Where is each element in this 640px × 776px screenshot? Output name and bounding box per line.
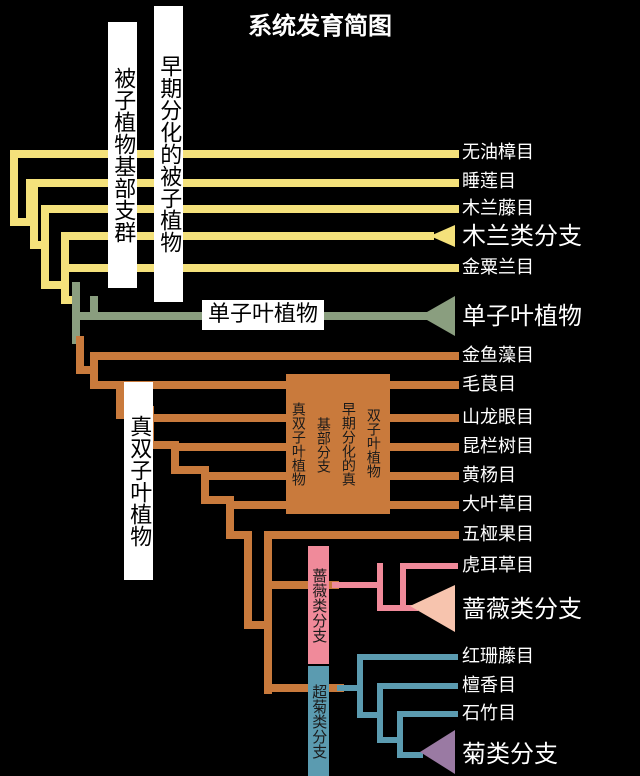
branch-qiangwei xyxy=(377,563,418,611)
page-title: 系统发育简图 xyxy=(248,11,392,40)
taxon-mulanlei: 木兰类分支 xyxy=(462,222,582,250)
branch-hongshanteng xyxy=(357,654,458,718)
asterid-branches xyxy=(337,654,458,758)
node-basal xyxy=(10,150,80,304)
eudicot-basal-line-2: 基部分支 xyxy=(314,417,331,473)
taxon-jinsulan: 金粟兰目 xyxy=(462,257,534,278)
node-e6 xyxy=(226,531,272,629)
taxon-jinyuzao: 金鱼藻目 xyxy=(462,345,534,366)
taxon-wuyouzhang: 无油樟目 xyxy=(462,142,534,163)
node-asterid xyxy=(337,654,363,691)
taxon-wuyaguo: 五桠果目 xyxy=(462,524,534,545)
taxon-dayecao: 大叶草目 xyxy=(462,494,534,515)
taxon-huangyang: 黄杨目 xyxy=(462,465,516,486)
branch-julei xyxy=(397,737,423,758)
taxon-hongshanteng: 红珊藤目 xyxy=(462,646,534,667)
fan-qiangwei xyxy=(410,585,455,632)
taxon-huercao: 虎耳草目 xyxy=(462,555,534,576)
rosid-branches xyxy=(332,563,458,611)
early-angiosperm-label: 早期分化的被子植物 xyxy=(154,6,184,302)
branch-jinyuzao xyxy=(90,352,459,389)
taxon-kunlanshu: 昆栏树目 xyxy=(462,436,534,457)
rosid-group-label: 蔷薇类分支 xyxy=(308,546,330,664)
node-e4 xyxy=(171,466,209,504)
taxon-julei: 菊类分支 xyxy=(462,740,558,768)
node-rosid xyxy=(332,563,383,588)
node-e5 xyxy=(201,496,234,539)
branch-tanxiang xyxy=(357,683,458,718)
eudicot-group-label: 真双子叶植物 xyxy=(124,382,154,580)
node-eudicot-root xyxy=(76,336,124,389)
fan-danziye xyxy=(420,296,455,336)
taxon-shuilian: 睡莲目 xyxy=(462,171,516,192)
asterid-group-label: 超菊类分支 xyxy=(308,666,330,776)
taxon-mulanteng: 木兰藤目 xyxy=(462,198,534,219)
fan-mulanlei xyxy=(430,225,455,247)
basal-group-label: 被子植物基部支群 xyxy=(108,22,138,288)
fan-julei xyxy=(420,730,455,774)
eudicot-basal-line-3: 早期分化的真 xyxy=(339,402,356,486)
eudicot-basal-box: 真双子叶植物 基部分支 早期分化的真 双子叶植物 xyxy=(286,374,390,514)
branch-shizhu xyxy=(377,711,458,743)
taxon-danziye: 单子叶植物 xyxy=(462,302,582,330)
taxon-tanxiang: 檀香目 xyxy=(462,675,516,696)
branch-huercao xyxy=(377,563,458,611)
taxon-shizhu: 石竹目 xyxy=(462,703,516,724)
eudicot-basal-line-1: 真双子叶植物 xyxy=(289,402,306,486)
taxon-maogen: 毛茛目 xyxy=(462,374,516,395)
basal-branches xyxy=(10,150,459,304)
branch-wuyaguo xyxy=(264,531,459,694)
taxon-qiangwei: 蔷薇类分支 xyxy=(462,595,582,623)
taxon-shanlongyan: 山龙眼目 xyxy=(462,407,534,428)
eudicot-basal-line-4: 双子叶植物 xyxy=(364,408,381,478)
monocot-group-label: 单子叶植物 xyxy=(202,300,325,331)
